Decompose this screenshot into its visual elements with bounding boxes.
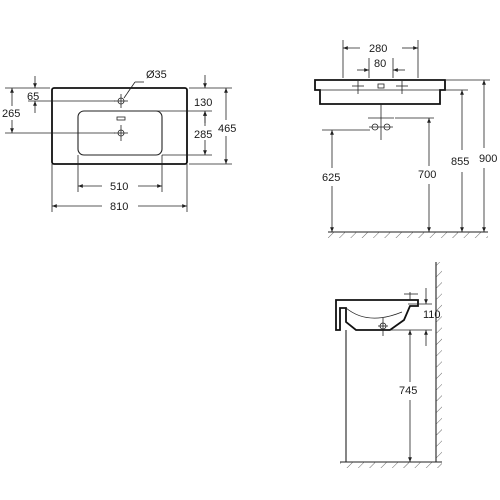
dim-510-label: 510 <box>110 181 128 193</box>
dim-810-label: 810 <box>110 201 128 213</box>
floor-hatch-front <box>328 231 488 238</box>
dim-700-label: 700 <box>418 169 436 181</box>
dim-465-label: 465 <box>218 123 236 135</box>
dim-625-label: 625 <box>322 172 340 184</box>
tap-holes-front <box>352 81 408 94</box>
dim-130-label: 130 <box>194 97 212 109</box>
dim-110-label: 110 <box>423 309 441 321</box>
faucet-hole-symbol <box>114 94 128 108</box>
siphon-symbol-side <box>378 318 388 336</box>
dim-80-label: 80 <box>374 58 386 70</box>
drain-symbol <box>114 125 128 141</box>
dim-285-label: 285 <box>194 129 212 141</box>
dim-900-label: 900 <box>479 153 497 165</box>
hole-diameter-label: Ø35 <box>146 69 167 81</box>
dim-65-label: 65 <box>27 91 39 103</box>
basin-profile-side <box>335 299 419 331</box>
wall-hatch-side <box>340 262 442 468</box>
basin-outline-top <box>51 87 188 165</box>
dim-855-label: 855 <box>451 156 469 168</box>
side-view: 110 745 <box>335 262 442 468</box>
overflow-slot <box>116 116 126 121</box>
dim-745-label: 745 <box>399 385 417 397</box>
dim-265-label: 265 <box>2 108 20 120</box>
tap-symbol-side <box>404 292 418 300</box>
basin-profile-front <box>314 79 446 105</box>
front-view: 280 80 625 700 855 900 <box>314 40 497 238</box>
waste-connection-symbol <box>368 104 394 140</box>
dim-280-label: 280 <box>369 43 387 55</box>
top-view: Ø35 65 265 130 285 465 51 <box>2 69 236 213</box>
